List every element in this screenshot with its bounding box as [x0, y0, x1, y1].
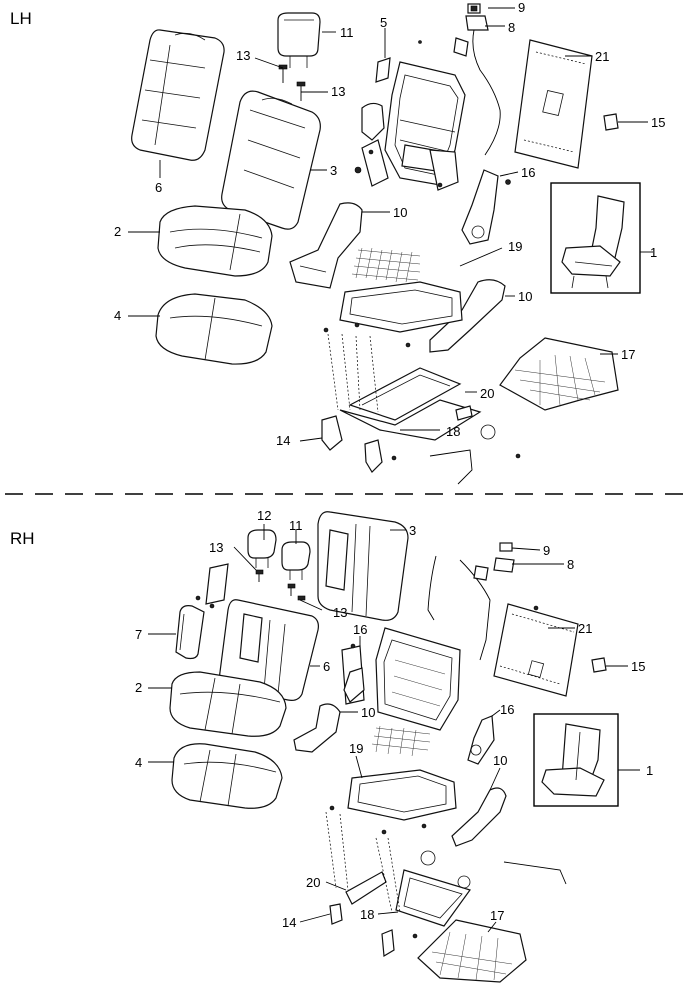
lh-part-3-seatback — [221, 90, 321, 230]
rh-callout-12: 12 — [257, 508, 271, 523]
lh-callout-4: 4 — [114, 308, 121, 323]
rh-part-20-rails — [345, 861, 567, 927]
lh-part-2-seat-cushion — [157, 205, 273, 277]
lh-callout-3: 3 — [330, 163, 337, 178]
rh-callout-6: 6 — [323, 659, 330, 674]
rh-seat-frame — [329, 769, 457, 835]
section-label-lh: LH — [10, 9, 32, 28]
rh-callout-3: 3 — [409, 523, 416, 538]
lh-callout-13-upper: 13 — [236, 48, 250, 63]
rh-part-7-armrest — [175, 605, 205, 660]
section-label-rh: RH — [10, 529, 35, 548]
lh-section: 1 2 3 4 5 6 8 9 10 10 11 13 13 14 15 16 … — [114, 0, 665, 485]
rh-part-13-headrest-guides — [255, 569, 306, 601]
rh-callout-7: 7 — [135, 627, 142, 642]
rh-part-11-headrest — [281, 541, 311, 580]
rh-callout-1: 1 — [646, 763, 653, 778]
lh-callout-21: 21 — [595, 49, 609, 64]
lh-callout-15: 15 — [651, 115, 665, 130]
rh-callout-13-right: 13 — [333, 605, 347, 620]
rh-seatback-frame — [341, 627, 461, 731]
lh-callout-11: 11 — [340, 25, 354, 40]
lh-leader-lines — [128, 7, 653, 442]
rh-callout-21: 21 — [578, 621, 592, 636]
rh-callout-16-left: 16 — [353, 622, 367, 637]
lh-part-8-9-switch-harness — [453, 3, 501, 156]
rh-callout-16-right: 16 — [500, 702, 514, 717]
rh-callout-10-outer: 10 — [493, 753, 507, 768]
rh-part-15-clip — [591, 657, 607, 673]
lh-callout-5: 5 — [380, 15, 387, 30]
lh-callout-9: 9 — [518, 0, 525, 15]
lh-callout-8: 8 — [508, 20, 515, 35]
rh-part-16-recliner-right — [467, 715, 495, 765]
rh-callout-2: 2 — [135, 680, 142, 695]
rh-callout-20: 20 — [306, 875, 320, 890]
rh-part-19-seat-springs — [371, 725, 431, 757]
rh-part-17-tray — [417, 919, 527, 983]
lh-callout-1: 1 — [650, 245, 657, 260]
lh-part-18-lever — [429, 405, 521, 485]
lh-part-14-bracket — [321, 415, 397, 473]
lh-part-17-tray — [499, 337, 619, 411]
lh-part-13-headrest-guides — [278, 64, 306, 101]
rh-latches — [329, 850, 471, 958]
rh-callout-4: 4 — [135, 755, 142, 770]
rh-callout-10-inner: 10 — [361, 705, 375, 720]
rh-callout-19: 19 — [349, 741, 363, 756]
lh-part-6-seatback-cover — [131, 29, 225, 161]
rh-part-3-seatback — [317, 511, 409, 621]
lh-callout-2: 2 — [114, 224, 121, 239]
rh-part-21-back-board — [493, 603, 579, 697]
rh-callout-8: 8 — [567, 557, 574, 572]
rh-part-12-headrest — [247, 529, 277, 568]
lh-seat-frame — [323, 281, 463, 348]
lh-callout-14: 14 — [276, 433, 290, 448]
rh-callout-9: 9 — [543, 543, 550, 558]
rh-callout-14: 14 — [282, 915, 296, 930]
rh-callout-17: 17 — [490, 908, 504, 923]
rh-part-10-side-cover-outer — [451, 787, 507, 847]
rh-part-8-9-switch-harness — [427, 542, 539, 661]
lh-part-10-side-cover-outer — [429, 279, 506, 353]
rh-part-16-recliner-left — [343, 667, 365, 703]
lh-part-1-seat-assembly-inset — [550, 182, 641, 294]
lh-seatback-frame — [354, 40, 466, 191]
lh-callout-16: 16 — [521, 165, 535, 180]
lh-part-16-recliner — [461, 169, 511, 245]
rh-section: 1 2 3 4 6 7 8 9 10 10 11 12 13 13 14 15 … — [135, 508, 653, 983]
rh-callout-18: 18 — [360, 907, 374, 922]
lh-part-20-rails — [339, 367, 482, 441]
lh-part-4-cushion-pad — [155, 293, 273, 365]
lh-part-10-side-cover-inner — [289, 202, 363, 289]
lh-callout-18: 18 — [446, 424, 460, 439]
rh-callout-11: 11 — [289, 518, 303, 533]
lh-part-15-clip — [603, 113, 619, 131]
lh-callout-19: 19 — [508, 239, 522, 254]
lh-part-11-headrest — [277, 12, 321, 68]
rh-part-1-seat-assembly-inset — [533, 713, 619, 807]
lh-part-19-seat-springs — [351, 247, 421, 283]
lh-callout-17: 17 — [621, 347, 635, 362]
lh-callout-10-outer: 10 — [518, 289, 532, 304]
rh-leader-lines — [148, 524, 640, 933]
rh-callout-13-left: 13 — [209, 540, 223, 555]
lh-part-21-back-board — [514, 39, 593, 169]
rh-part-2-seat-cushion — [169, 671, 287, 737]
lh-callout-13-lower: 13 — [331, 84, 345, 99]
lh-callout-10-inner: 10 — [393, 205, 407, 220]
rh-part-10-side-cover-inner — [293, 703, 341, 753]
rh-callout-15: 15 — [631, 659, 645, 674]
rh-part-6-seatback-cover — [219, 599, 319, 701]
lh-callout-6: 6 — [155, 180, 162, 195]
rh-part-4-cushion-pad — [171, 743, 283, 809]
lh-part-5-cover — [375, 57, 391, 83]
rh-small-trim — [195, 563, 229, 609]
lh-callout-20: 20 — [480, 386, 494, 401]
